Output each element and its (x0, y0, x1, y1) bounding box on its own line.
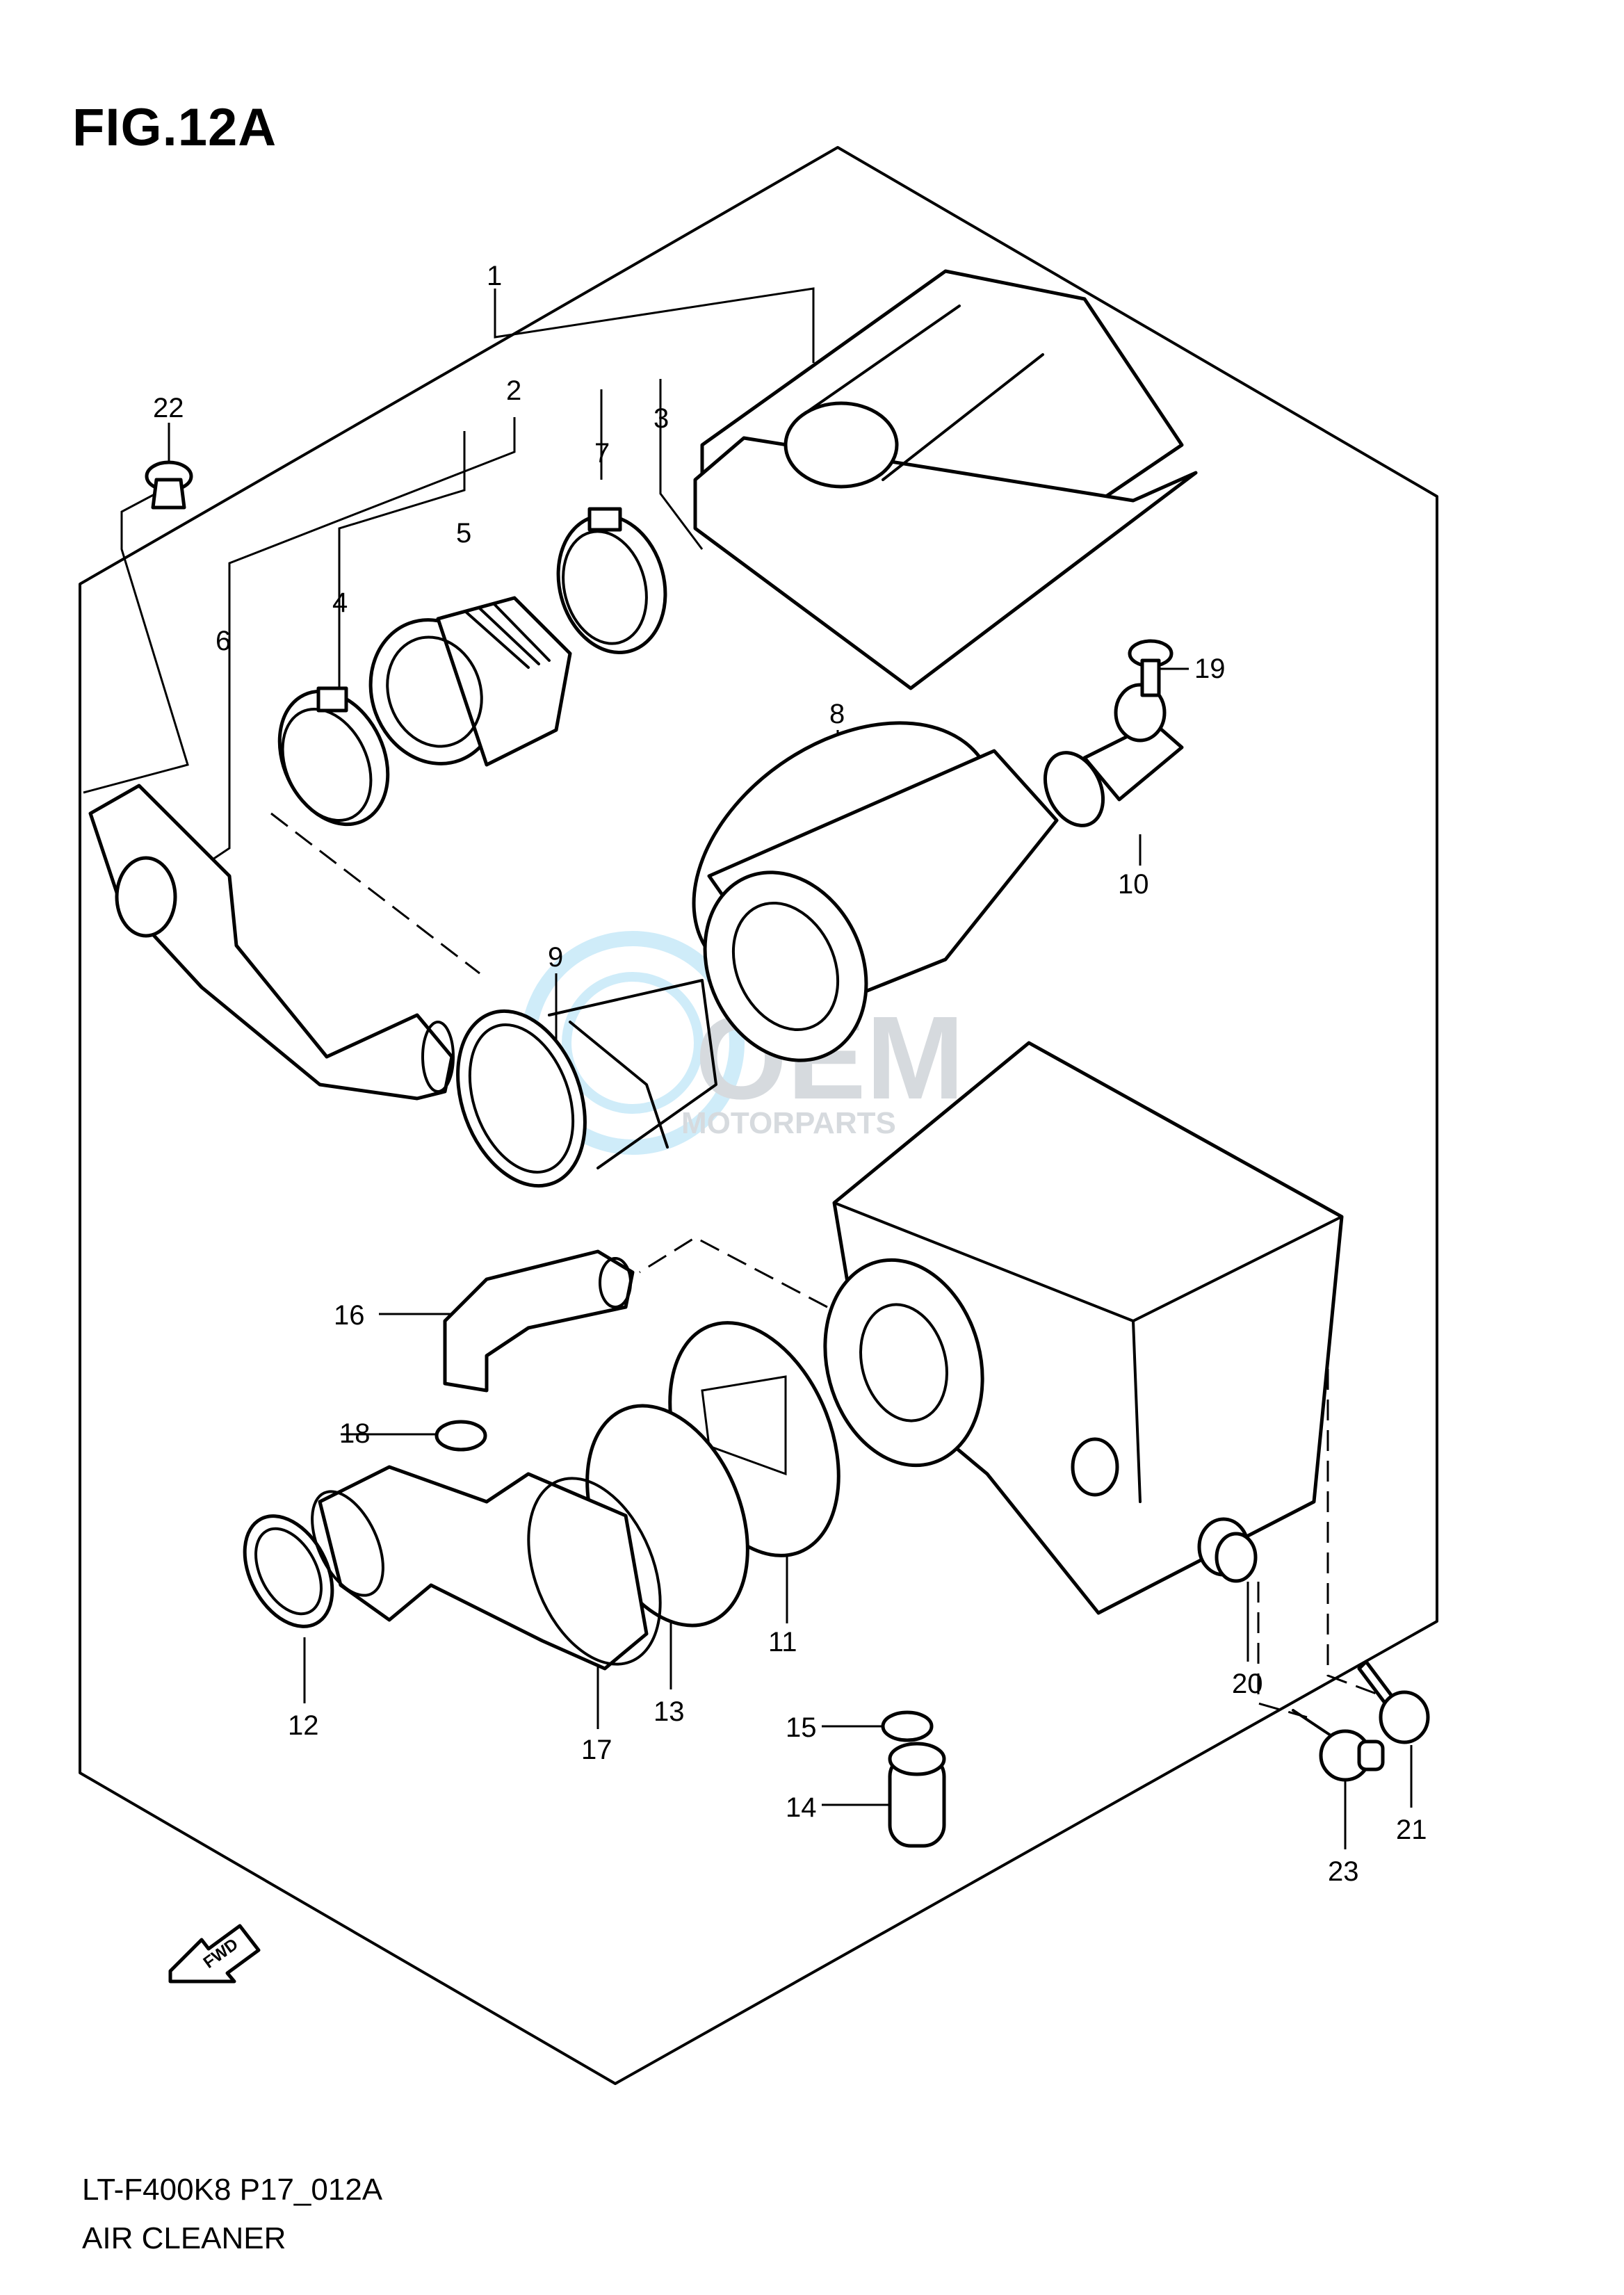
callout-15: 15 (786, 1712, 817, 1743)
part-grommet-20 (1197, 1517, 1258, 1583)
callout-8: 8 (829, 699, 845, 729)
section-name: AIR CLEANER (82, 2221, 286, 2255)
callout-19: 19 (1194, 654, 1226, 684)
assembly-boundary (79, 146, 1438, 2085)
watermark-sub-text: MOTORPARTS (681, 1106, 896, 1140)
callout-22: 22 (153, 393, 184, 423)
part-clamp-4 (277, 686, 390, 827)
part-filter-element-8 (692, 721, 1059, 1062)
callout-2: 2 (506, 375, 521, 406)
callout-23: 23 (1328, 1856, 1359, 1887)
callout-13: 13 (653, 1696, 685, 1727)
part-bolt-21 (1357, 1660, 1430, 1744)
part-air-cleaner-case (823, 1041, 1344, 1615)
callout-6: 6 (216, 626, 231, 656)
fwd-direction-arrow: FWD (168, 1924, 261, 1984)
part-tube-14 (888, 1742, 946, 1848)
callout-10: 10 (1118, 869, 1149, 900)
figure-title: FIG.12A (72, 98, 277, 157)
callout-1: 1 (487, 261, 502, 291)
part-filter-cage-9 (456, 979, 717, 1188)
model-code: LT-F400K8 P17_012A (82, 2173, 383, 2207)
callout-3: 3 (653, 403, 669, 434)
part-outlet-tube-17 (311, 1465, 662, 1671)
part-ring-18 (435, 1420, 487, 1452)
callout-9: 9 (548, 942, 563, 973)
part-clamp-12 (243, 1514, 334, 1628)
callout-5: 5 (456, 518, 471, 549)
callout-14: 14 (786, 1792, 817, 1823)
part-fitting-10 (1043, 683, 1184, 827)
part-hose-16 (443, 1249, 635, 1393)
callout-12: 12 (288, 1710, 319, 1741)
callout-7: 7 (594, 438, 610, 469)
callout-11: 11 (768, 1627, 797, 1657)
callout-21: 21 (1396, 1815, 1427, 1845)
part-ring-15 (881, 1710, 934, 1742)
callout-4: 4 (332, 587, 348, 618)
part-boot-5 (368, 596, 572, 767)
callout-20: 20 (1232, 1669, 1263, 1699)
part-intake-duct-6 (88, 784, 455, 1101)
callout-16: 16 (334, 1300, 365, 1331)
part-plug-23 (1292, 1709, 1385, 1782)
callout-labels: 1 2 3 4 5 6 7 8 9 10 11 12 13 14 15 16 1… (153, 261, 1427, 1887)
callout-17: 17 (581, 1735, 612, 1765)
callout-18: 18 (339, 1418, 371, 1449)
part-screw-19 (1128, 639, 1174, 697)
part-clip-22 (145, 460, 193, 510)
part-clamp-7 (556, 507, 667, 655)
part-air-cleaner-cover (693, 269, 1198, 690)
